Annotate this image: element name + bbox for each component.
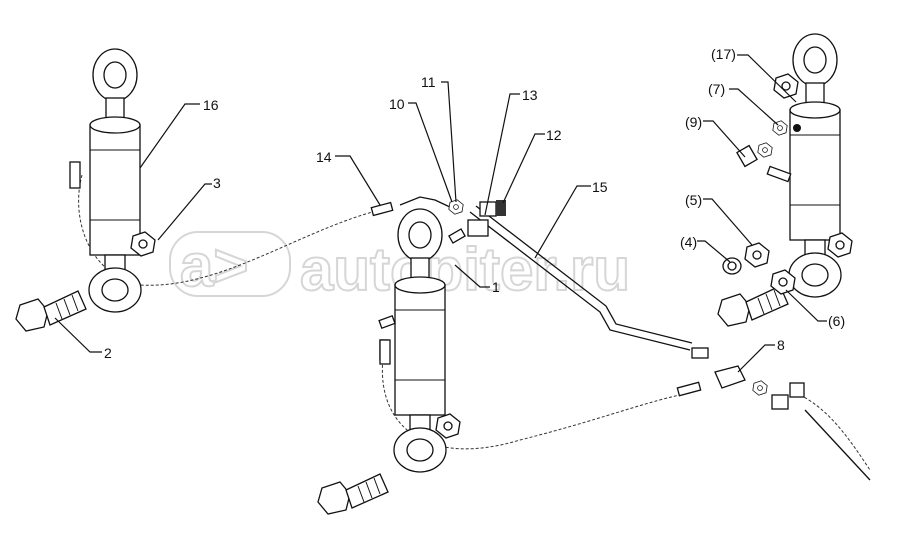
watermark-text: autopiter.ru bbox=[300, 236, 630, 303]
fitting-middle bbox=[378, 315, 396, 329]
screw-1 bbox=[448, 228, 466, 244]
watermark-logo-text: a> bbox=[180, 232, 248, 299]
label-13: 13 bbox=[522, 87, 538, 103]
label-2: 2 bbox=[104, 345, 112, 361]
label-14: 14 bbox=[316, 149, 332, 165]
label-11: 11 bbox=[421, 74, 436, 90]
nut-5 bbox=[744, 242, 770, 268]
label-5: (5) bbox=[685, 192, 702, 208]
watermark: a> autopiter.ru bbox=[169, 231, 631, 304]
label-6: (6) bbox=[828, 313, 845, 329]
bolt-middle bbox=[317, 473, 389, 515]
label-15: 15 bbox=[592, 179, 608, 195]
nut-right bbox=[827, 232, 853, 258]
label-12: 12 bbox=[546, 127, 562, 143]
label-1: 1 bbox=[492, 279, 500, 295]
tee-fitting-8 bbox=[714, 365, 746, 389]
label-10: 10 bbox=[389, 96, 405, 112]
fitting-14 bbox=[370, 201, 394, 217]
hose-middle bbox=[381, 344, 691, 450]
elbow-fitting bbox=[399, 196, 453, 209]
clamp-13 bbox=[467, 219, 489, 237]
elbow-9 bbox=[736, 144, 758, 168]
hose-left bbox=[78, 174, 381, 286]
nut-middle bbox=[435, 413, 461, 439]
label-8: 8 bbox=[777, 337, 785, 353]
label-9: (9) bbox=[685, 114, 702, 130]
label-3: 3 bbox=[213, 175, 221, 191]
label-4: (4) bbox=[680, 234, 697, 250]
leader-lines bbox=[54, 54, 827, 373]
bolt-left bbox=[15, 290, 87, 332]
label-17: (17) bbox=[711, 46, 736, 62]
pipe-15 bbox=[469, 211, 691, 351]
watermark-logo bbox=[169, 231, 291, 297]
hydraulic-cylinder-left bbox=[88, 48, 142, 313]
hose-right bbox=[799, 394, 871, 471]
nut-17 bbox=[773, 73, 799, 99]
plate-12 bbox=[496, 200, 506, 216]
label-16: 16 bbox=[203, 97, 219, 113]
hydraulic-cylinder-right bbox=[788, 33, 842, 298]
label-7: (7) bbox=[708, 81, 725, 97]
